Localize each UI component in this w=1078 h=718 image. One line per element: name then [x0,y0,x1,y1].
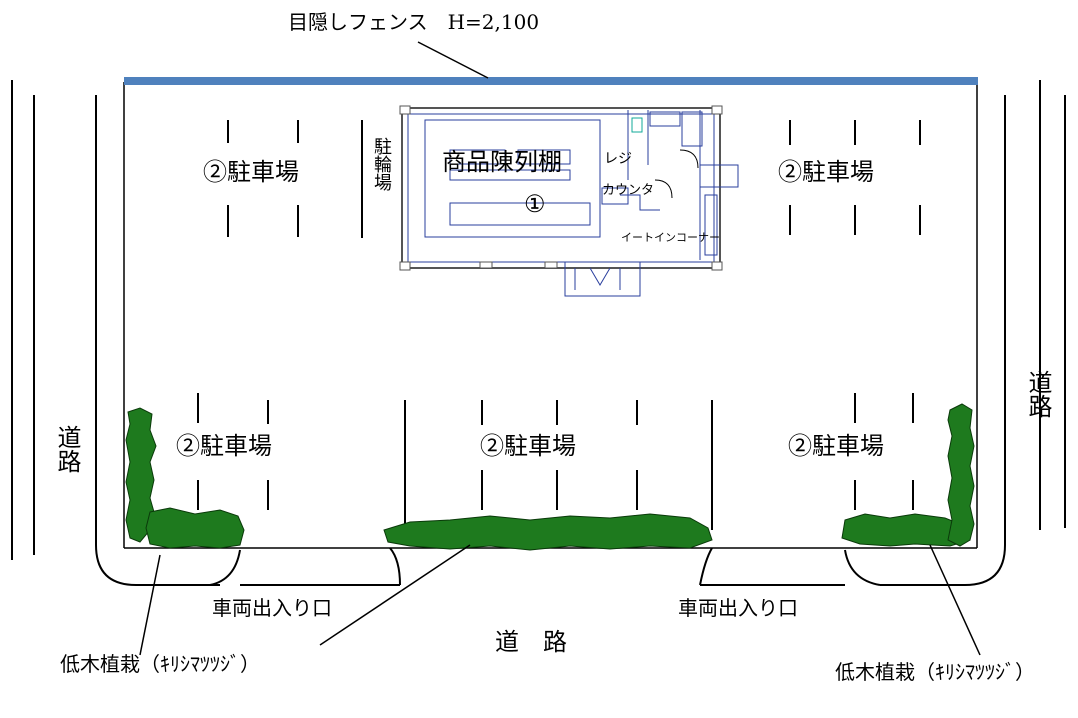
shelf-label: 商品陳列棚 [442,148,562,176]
parking-top-left-label: ②駐車場 [203,158,299,186]
road-right-label: 道路 [1024,370,1052,418]
leader-lines [139,544,981,656]
shrub-right-vertical [947,403,975,547]
store-building [399,105,739,297]
shrub-center [383,513,713,551]
road-left-label: 道路 [53,425,81,473]
eatin-label: イートインコーナー [621,231,720,244]
fence-leader [417,41,489,79]
bike-parking-label: 駐輪場 [371,137,392,191]
counter-label: カウンタ [602,183,655,198]
building-number: ① [524,190,546,218]
entrance-right-label: 車両出入り口 [678,596,798,620]
fence-label: 目隠しフェンス H=2,100 [288,10,540,34]
parking-bottom-center-label: ②駐車場 [480,432,576,460]
shrubs [125,403,975,551]
fence-bar [124,77,978,85]
entrance-left-label: 車両出入り口 [212,596,332,620]
shrub-left-horizontal [145,507,245,549]
shrub-right-label: 低木植栽（ｷﾘｼﾏﾂﾂｼﾞ） [835,660,1035,684]
road-bottom-label: 道 路 [495,628,567,656]
register-label: レジ [604,151,632,167]
road-edges [11,80,1066,586]
parking-top-right-label: ②駐車場 [778,158,874,186]
parking-bottom-left-label: ②駐車場 [176,432,272,460]
parking-stall-lines [197,120,921,530]
shrub-left-label: 低木植栽（ｷﾘｼﾏﾂﾂｼﾞ） [60,652,260,676]
parking-bottom-right-label: ②駐車場 [788,432,884,460]
